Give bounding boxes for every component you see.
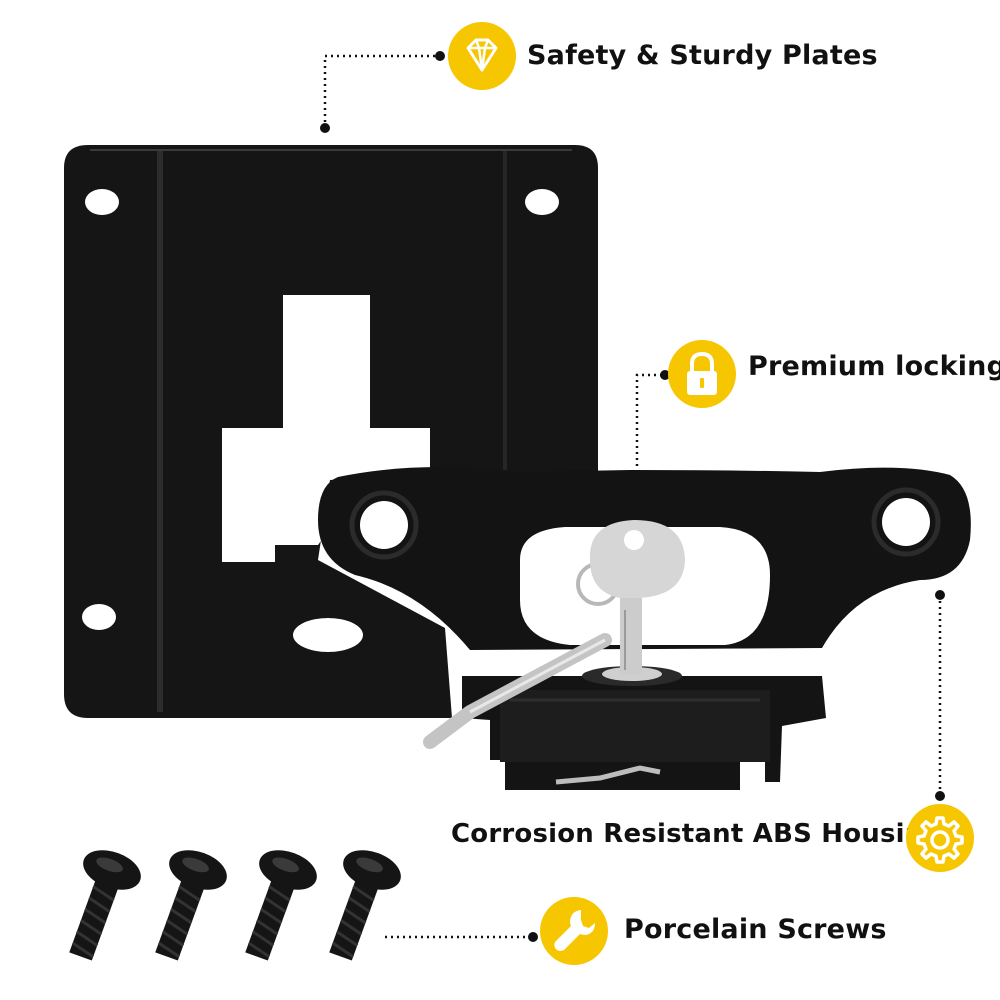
screw	[329, 850, 401, 961]
housing-face	[500, 690, 770, 762]
leader-line-plates	[323, 54, 440, 128]
leader-end-locking	[660, 370, 670, 380]
diamond-icon	[448, 22, 516, 90]
latch-spring	[555, 765, 661, 785]
leader-dot-housing	[935, 590, 945, 600]
screw-hole-left	[349, 490, 419, 560]
mounting-plate	[64, 145, 598, 718]
key-head	[589, 520, 685, 606]
leader-end-housing	[935, 791, 945, 801]
key-blade-center	[620, 598, 642, 674]
leader-end-screws	[528, 932, 538, 942]
lock-housing	[318, 467, 971, 790]
gear-icon	[906, 804, 974, 872]
callout-screws-label: Porcelain Screws	[624, 914, 887, 945]
leader-dot-plates	[320, 123, 330, 133]
callout-locking-label: Premium locking	[748, 351, 1000, 382]
callout-housing-label: Corrosion Resistant ABS Housing	[451, 819, 943, 849]
padlock-icon	[668, 340, 736, 408]
lock-handle	[318, 467, 971, 650]
callout-plates-label: Safety & Sturdy Plates	[527, 40, 878, 71]
screw	[155, 850, 227, 961]
screw	[245, 850, 317, 961]
keys	[423, 520, 685, 749]
screw	[69, 850, 141, 961]
leader-end-plates	[435, 51, 445, 61]
screws	[69, 850, 401, 961]
wrench-icon	[540, 897, 608, 965]
leader-dots	[320, 51, 945, 942]
screw-hole-right	[871, 487, 941, 557]
